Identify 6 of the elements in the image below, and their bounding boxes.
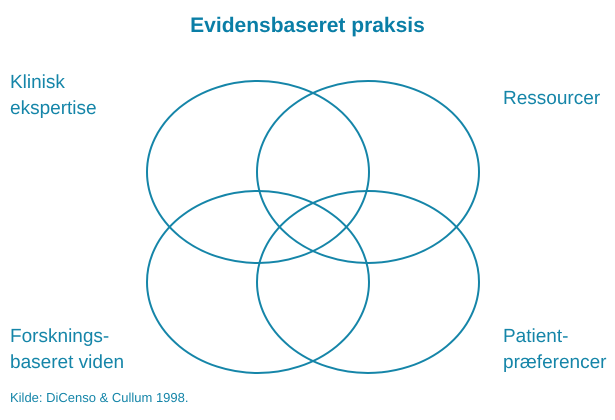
diagram-title: Evidensbaseret praksis: [189, 14, 426, 38]
set-label: Ressourcer: [503, 87, 602, 111]
source-caption: Kilde: DiCenso & Cullum 1998.: [10, 390, 188, 405]
set-label: Klinisk ekspertise: [10, 71, 98, 121]
set-label: Patient-præferencer: [503, 325, 608, 375]
set-label: Forsknings-baseret viden: [10, 325, 126, 375]
